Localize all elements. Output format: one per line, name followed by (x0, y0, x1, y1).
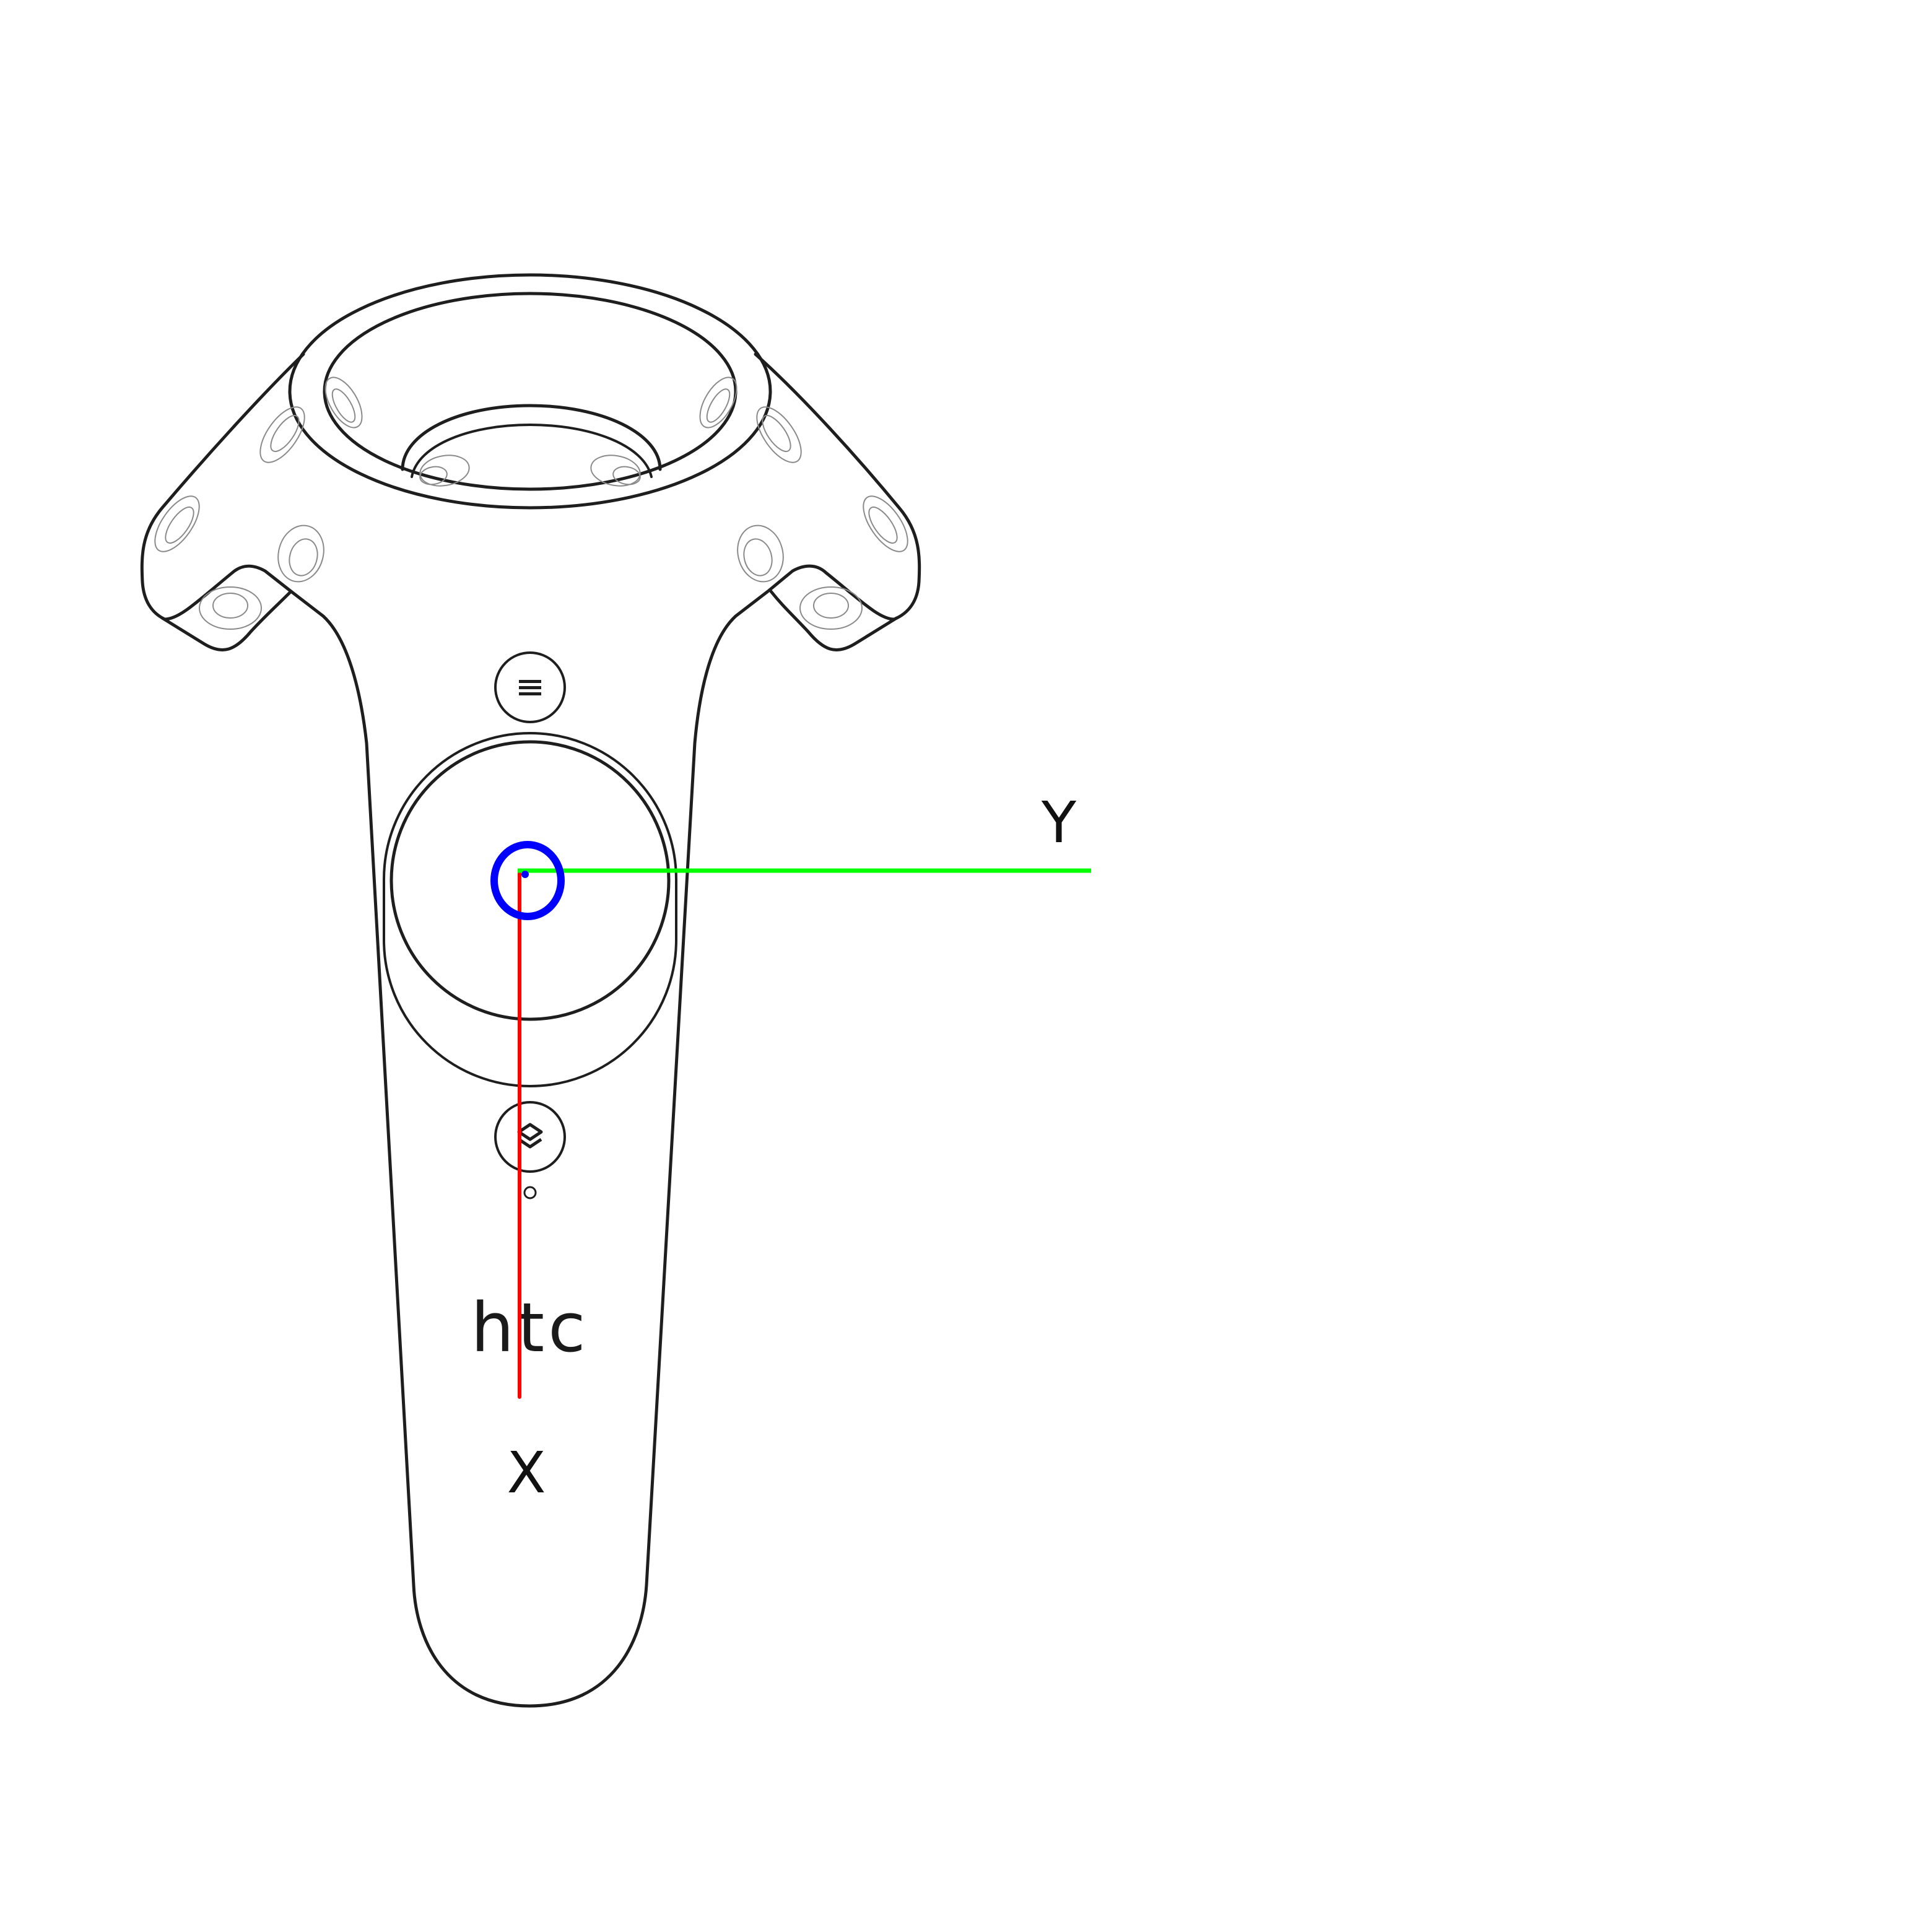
tracking-ring-center-outer (401, 404, 662, 471)
system-icon (517, 1123, 543, 1149)
trackpad[interactable] (383, 732, 677, 1087)
x-axis-label: X (507, 1440, 546, 1506)
tracking-ring-center-inner (411, 424, 653, 478)
left-wing-underside (160, 590, 293, 651)
trackpad-surface (389, 740, 671, 1021)
origin-marker (490, 841, 565, 920)
sensor-dimples (154, 376, 908, 630)
right-wing-underside (769, 590, 899, 651)
system-button[interactable] (494, 1101, 566, 1173)
tracking-ring-inner (323, 292, 738, 491)
menu-button[interactable] (494, 651, 566, 723)
status-led (523, 1186, 537, 1199)
menu-icon (519, 680, 541, 695)
y-axis-label: Y (1041, 790, 1077, 856)
tracking-ring-outer (288, 273, 772, 510)
brand-logo: htc (471, 1288, 589, 1367)
origin-dot (521, 871, 529, 878)
controller-body-outline (140, 352, 921, 1708)
trackpad-housing (383, 732, 677, 1087)
